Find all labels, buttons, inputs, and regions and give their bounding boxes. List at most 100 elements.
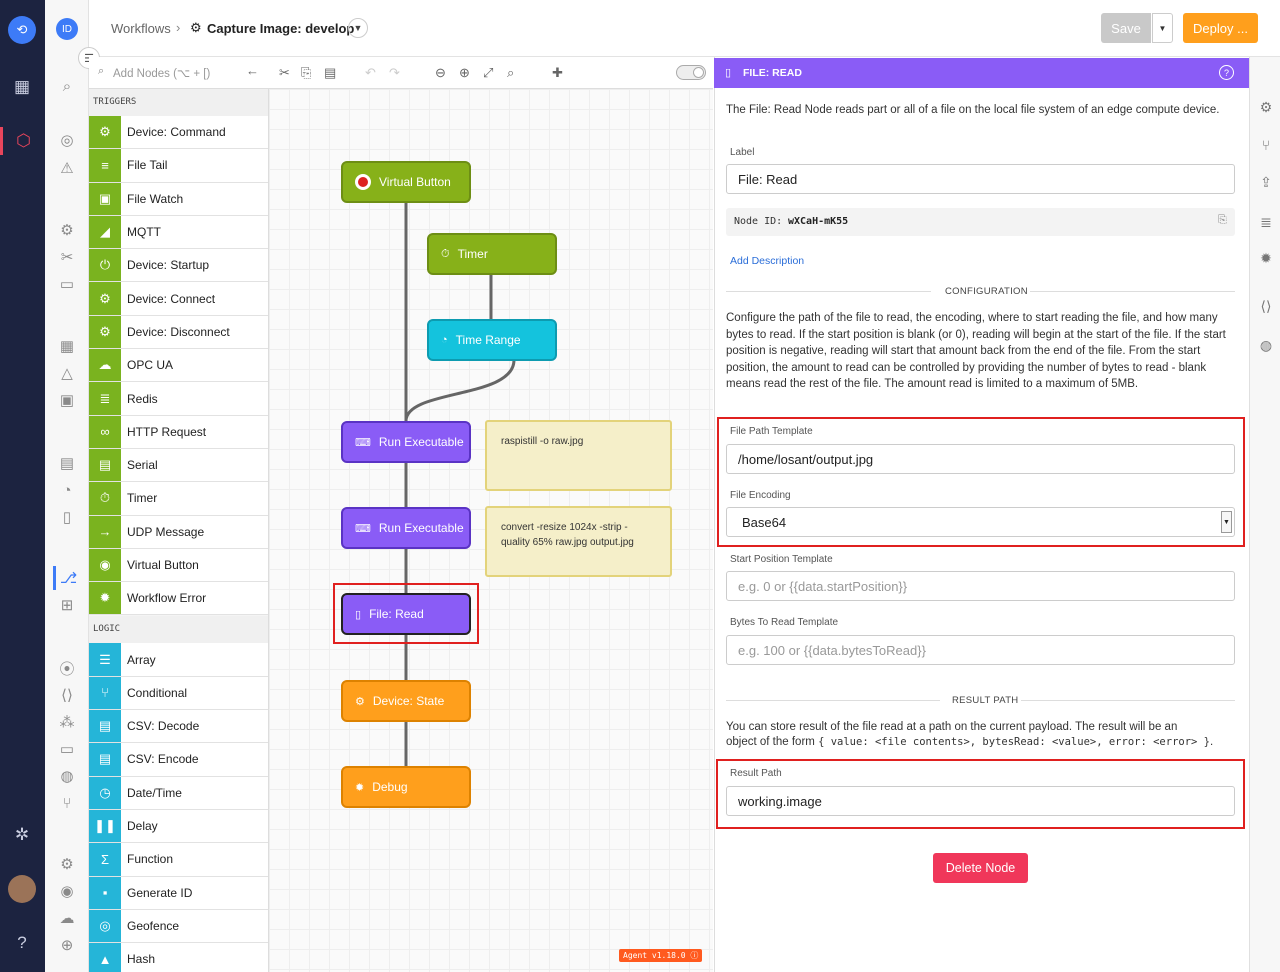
palette-item[interactable]: ▤Serial — [89, 448, 268, 483]
redo-icon[interactable]: ↷ — [389, 65, 400, 80]
palette-item[interactable]: ◢MQTT — [89, 215, 268, 250]
help-icon[interactable]: ? — [17, 933, 27, 952]
palette-item[interactable]: ◎Geofence — [89, 909, 268, 944]
workflow-version-dropdown[interactable]: ▼ — [348, 18, 368, 38]
workflow-icon[interactable]: ⎇ — [53, 566, 81, 590]
experience-icon[interactable]: ⊞ — [60, 597, 74, 614]
globe-icon[interactable]: ⊕ — [60, 937, 74, 954]
copy-icon[interactable]: ⎘ — [301, 65, 312, 80]
search-icon[interactable]: ⌕ — [62, 77, 72, 95]
dashboard-icon[interactable]: ▤ — [59, 455, 75, 472]
avatar[interactable]: ID — [56, 18, 78, 40]
palette-item[interactable]: ✹Workflow Error — [89, 582, 268, 616]
branch-icon[interactable]: ⑂ — [1261, 137, 1271, 153]
device-icon[interactable]: ⚙ — [60, 222, 74, 239]
user-avatar[interactable] — [8, 875, 36, 903]
fit-screen-icon[interactable]: ⤢ — [483, 65, 494, 80]
palette-item[interactable]: ▲Hash — [89, 943, 268, 972]
alert-icon[interactable]: ⚠ — [60, 160, 74, 177]
debug-icon[interactable]: ✹ — [1260, 249, 1272, 266]
settings-icon[interactable]: ⚙ — [1259, 98, 1273, 115]
bytes-to-read-input[interactable]: e.g. 100 or {{data.bytesToRead}} — [726, 635, 1235, 665]
palette-item[interactable]: ⚙Device: Connect — [89, 282, 268, 316]
relation-icon[interactable]: △ — [61, 365, 73, 382]
node-file-read[interactable]: ▯File: Read — [341, 593, 471, 635]
dashboard-icon[interactable]: ▦ — [13, 77, 31, 96]
result-path-input[interactable]: working.image — [726, 786, 1235, 816]
application-icon[interactable]: ⬡ — [0, 127, 44, 155]
workflow-canvas[interactable]: Virtual Button ⏱Timer ◔Time Range ⌨Run E… — [269, 89, 713, 972]
stream-icon[interactable]: ▭ — [59, 276, 75, 293]
save-options-dropdown[interactable]: ▼ — [1152, 13, 1173, 43]
sticky-note-2[interactable]: convert -resize 1024x -strip -quality 65… — [485, 506, 672, 577]
palette-item[interactable]: ▣File Watch — [89, 182, 268, 216]
network-icon[interactable]: ✲ — [14, 825, 30, 844]
help-icon[interactable]: ? — [1219, 65, 1234, 80]
palette-item[interactable]: ◉Virtual Button — [89, 548, 268, 583]
paste-icon[interactable]: ▤ — [324, 65, 337, 80]
palette-item[interactable]: ∞HTTP Request — [89, 415, 268, 449]
breadcrumb-root[interactable]: Workflows — [111, 21, 171, 36]
copy-icon[interactable]: ⎘ — [1218, 214, 1227, 226]
palette-item[interactable]: ≣Redis — [89, 382, 268, 416]
cloud-icon[interactable]: ☁ — [59, 910, 75, 927]
palette-item[interactable]: ⚙Device: Disconnect — [89, 315, 268, 350]
upload-icon[interactable]: ⇪ — [1260, 173, 1272, 190]
palette-item[interactable]: ❚❚Delay — [89, 809, 268, 844]
start-position-input[interactable]: e.g. 0 or {{data.startPosition}} — [726, 571, 1235, 601]
save-button[interactable]: Save — [1101, 13, 1151, 43]
node-virtual-button[interactable]: Virtual Button — [341, 161, 471, 203]
table-icon[interactable]: ▦ — [59, 338, 75, 355]
globe-icon[interactable]: ◍ — [1259, 336, 1273, 353]
palette-item[interactable]: ◷Date/Time — [89, 776, 268, 810]
palette-item[interactable]: ⑂Conditional — [89, 676, 268, 711]
palette-item[interactable]: ☁OPC UA — [89, 349, 268, 383]
file-path-input[interactable]: /home/losant/output.jpg — [726, 444, 1235, 474]
overview-icon[interactable]: ◎ — [60, 132, 74, 149]
palette-item[interactable]: ▤CSV: Decode — [89, 710, 268, 744]
doc-icon[interactable]: ▯ — [62, 509, 72, 526]
recipe-icon[interactable]: ✂ — [60, 249, 74, 266]
file-encoding-select[interactable]: Base64 ▼ — [726, 507, 1235, 537]
palette-item[interactable]: ⚙Device: Command — [89, 116, 268, 150]
add-description-link[interactable]: Add Description — [730, 255, 805, 267]
delete-node-button[interactable]: Delete Node — [933, 853, 1028, 883]
node-debug[interactable]: ✹Debug — [341, 766, 471, 808]
losant-logo-icon[interactable]: ⟲ — [8, 16, 36, 44]
collapse-palette-icon[interactable]: ← — [246, 63, 259, 78]
palette-item[interactable]: ≡File Tail — [89, 149, 268, 183]
node-timer[interactable]: ⏱Timer — [427, 233, 557, 275]
palette-item[interactable]: →UDP Message — [89, 515, 268, 549]
zoom-out-icon[interactable]: ⊖ — [435, 65, 446, 80]
palette-item[interactable]: ▤CSV: Encode — [89, 743, 268, 777]
integration-icon[interactable]: ⦿ — [59, 660, 75, 678]
code-icon[interactable]: ⟨⟩ — [1260, 297, 1272, 314]
deploy-button[interactable]: Deploy ... — [1183, 13, 1258, 43]
debug-toggle[interactable] — [676, 65, 706, 80]
add-nodes-search[interactable]: Add Nodes (⌥ + [) — [113, 68, 211, 80]
node-device-state[interactable]: ⚙Device: State — [341, 680, 471, 722]
label-input[interactable]: File: Read — [726, 164, 1235, 194]
branch-icon[interactable]: ⑂ — [62, 794, 72, 812]
add-note-icon[interactable]: ✚ — [552, 65, 563, 80]
palette-item[interactable]: ⏻Device: Startup — [89, 249, 268, 283]
undo-icon[interactable]: ↶ — [365, 65, 376, 80]
aggregate-icon[interactable]: ▣ — [59, 392, 75, 409]
palette-item[interactable]: ▪Generate ID — [89, 876, 268, 910]
users-icon[interactable]: ⁂ — [59, 714, 75, 731]
storage-icon[interactable]: ≣ — [1260, 213, 1272, 230]
clock-icon[interactable]: ◔ — [62, 481, 72, 499]
palette-item[interactable]: ☰Array — [89, 643, 268, 677]
settings-icon[interactable]: ⚙ — [60, 856, 74, 873]
globe-icon[interactable]: ◍ — [60, 768, 74, 785]
code-icon[interactable]: ⟨⟩ — [61, 687, 73, 704]
node-run-executable-2[interactable]: ⌨Run Executable — [341, 507, 471, 549]
node-time-range[interactable]: ◔Time Range — [427, 319, 557, 361]
node-run-executable-1[interactable]: ⌨Run Executable — [341, 421, 471, 463]
zoom-reset-icon[interactable]: ⌕ — [507, 65, 515, 80]
cut-icon[interactable]: ✂ — [279, 65, 290, 80]
sticky-note-1[interactable]: raspistill -o raw.jpg — [485, 420, 672, 491]
api-icon[interactable]: ◉ — [60, 883, 74, 900]
palette-item[interactable]: ⏱Timer — [89, 482, 268, 516]
